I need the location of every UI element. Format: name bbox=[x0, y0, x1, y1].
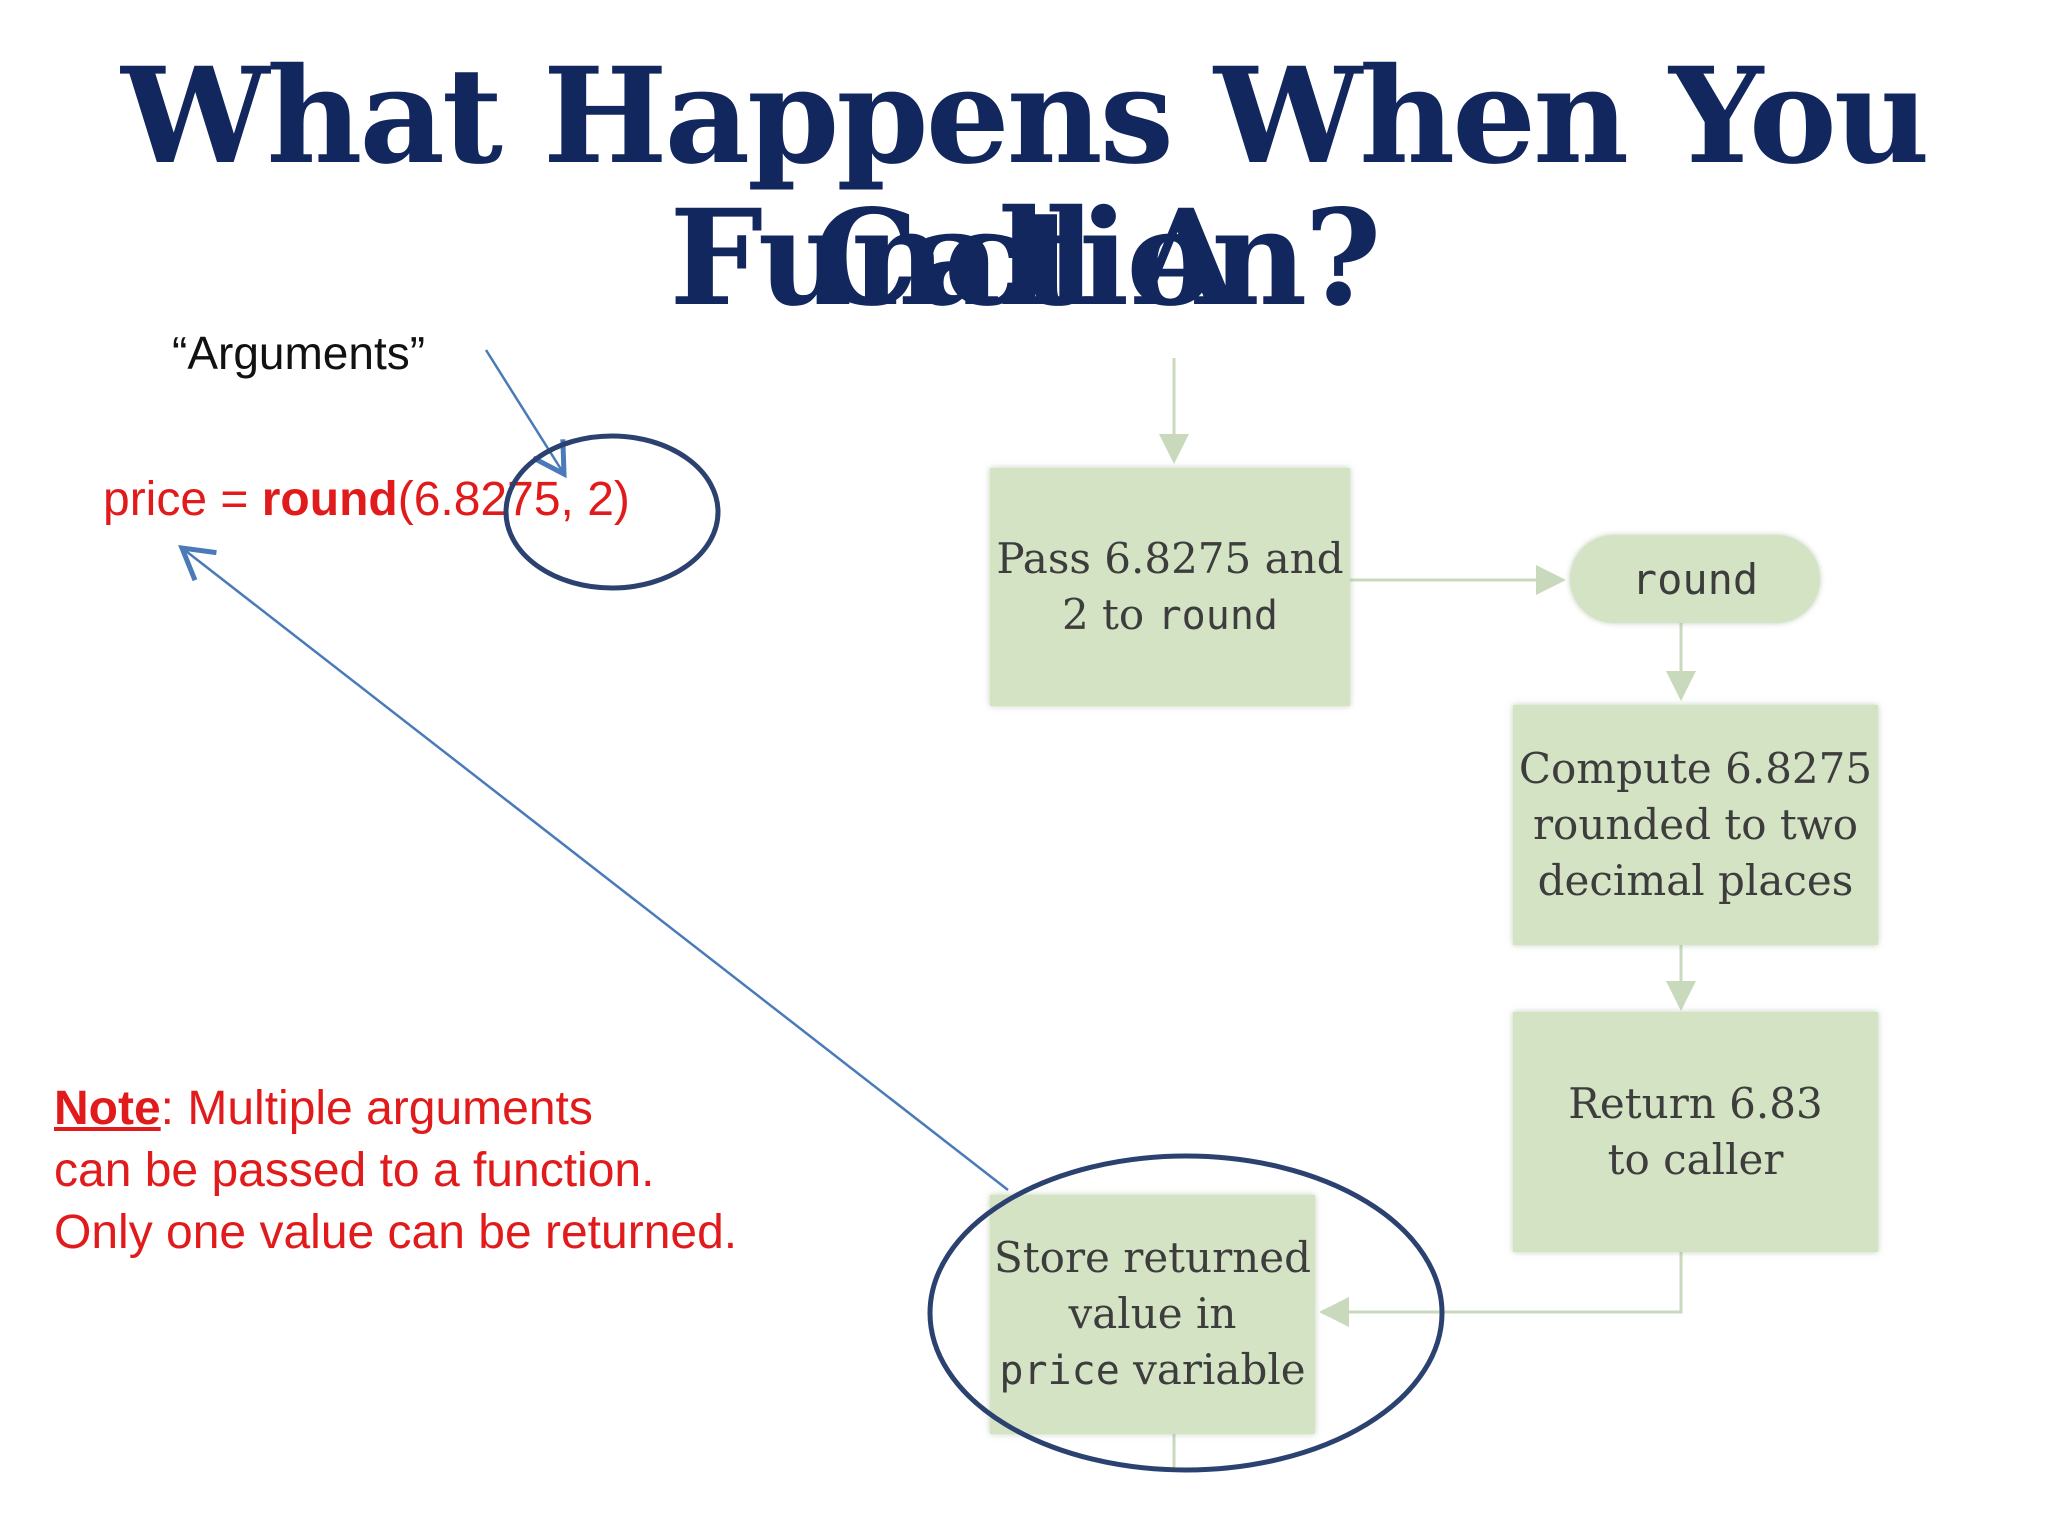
store-box-line-2: value in bbox=[1068, 1289, 1237, 1338]
arguments-label: “Arguments” bbox=[172, 327, 426, 379]
pass-box-line-2: 2 to round bbox=[1061, 589, 1278, 639]
pass-box-line-1: Pass 6.8275 and bbox=[996, 533, 1344, 583]
store-box-line-3: price variable bbox=[999, 1345, 1306, 1394]
return-value-arrow bbox=[178, 544, 1009, 1191]
note-label: Note bbox=[54, 1082, 161, 1135]
pass-box-round-code: round bbox=[1157, 592, 1278, 639]
store-box-line-1: Store returned bbox=[994, 1233, 1311, 1282]
flow-box-store: Store returned value in price variable bbox=[990, 1195, 1315, 1434]
flow-box-return: Return 6.83 to caller bbox=[1513, 1012, 1878, 1252]
flow-pill-round-function: round bbox=[1570, 535, 1820, 623]
return-box-line-1: Return 6.83 bbox=[1568, 1079, 1823, 1128]
flow-box-pass-arguments: Pass 6.8275 and 2 to round bbox=[990, 468, 1350, 706]
note-line-1: Note: Multiple arguments bbox=[54, 1078, 737, 1140]
code-arguments: (6.8275, 2) bbox=[397, 473, 630, 526]
compute-box-line-1: Compute 6.8275 bbox=[1518, 744, 1873, 793]
arguments-highlight-ellipse bbox=[503, 433, 721, 591]
slide-title-line-2: Function? bbox=[669, 181, 1381, 336]
slide-title-line-1: What Happens When You Call A bbox=[121, 39, 1930, 336]
code-prefix: price = bbox=[103, 473, 262, 526]
note-line-3: Only one value can be returned. bbox=[54, 1206, 738, 1259]
note-line-2: can be passed to a function. bbox=[54, 1144, 655, 1197]
arguments-pointer-arrow bbox=[484, 349, 567, 479]
note-line-1-text: : Multiple arguments bbox=[160, 1082, 593, 1135]
return-box-line-2: to caller bbox=[1607, 1135, 1784, 1184]
flow-box-compute: Compute 6.8275 rounded to two decimal pl… bbox=[1513, 705, 1878, 945]
code-statement: price = round(6.8275, 2) bbox=[103, 472, 630, 527]
note-block: Note: Multiple arguments can be passed t… bbox=[54, 1078, 737, 1264]
store-highlight-ellipse bbox=[927, 1153, 1445, 1473]
store-box-price-code: price bbox=[999, 1348, 1120, 1394]
compute-box-line-3: decimal places bbox=[1537, 856, 1854, 905]
compute-box-line-2: rounded to two bbox=[1532, 800, 1859, 849]
code-function-name: round bbox=[261, 473, 398, 526]
